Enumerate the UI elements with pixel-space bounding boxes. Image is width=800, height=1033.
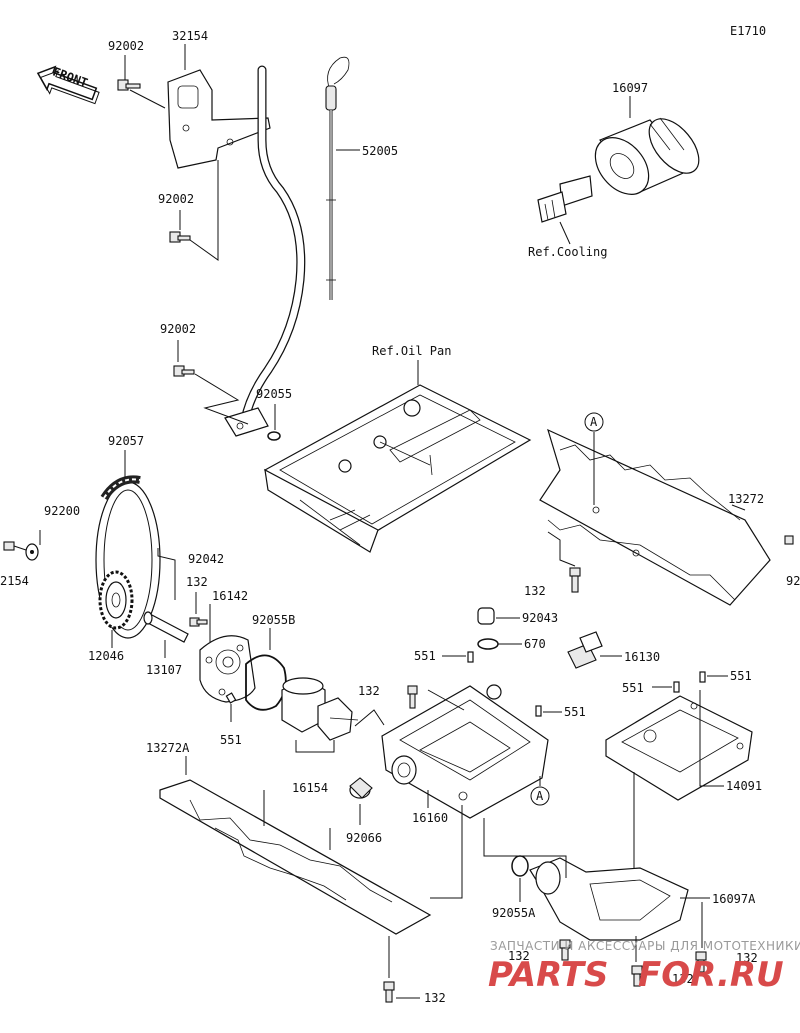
fitting-ref-cooling	[537, 175, 593, 223]
sprocket-12046	[98, 570, 134, 630]
bolt-92002-top	[117, 79, 141, 91]
label-551-left: 551	[220, 733, 242, 747]
filter-cover-16097A	[529, 857, 689, 941]
bolt-132-bottom-b	[631, 965, 643, 987]
label-16160: 16160	[412, 811, 448, 825]
label-92002-top: 92002	[108, 39, 144, 53]
pin-551-mid	[467, 651, 474, 663]
label-92055A: 92055A	[492, 906, 536, 920]
label-132-guard-bottom: 132	[424, 991, 446, 1005]
label-a-top: A	[590, 415, 598, 429]
guard-13272	[539, 428, 771, 606]
bolt-2154	[3, 541, 15, 551]
label-132-housing: 132	[358, 684, 380, 698]
bolt-132-pump	[189, 617, 208, 627]
bolt-132-housing	[407, 685, 418, 709]
label-ref-cooling: Ref.Cooling	[528, 245, 607, 259]
label-551-cover-a: 551	[622, 681, 644, 695]
watermark-brand-right: FOR.RU	[638, 955, 784, 995]
label-92042: 92042	[188, 552, 224, 566]
label-670: 670	[524, 637, 546, 651]
shaft-13107	[143, 611, 189, 643]
rotor-16154	[281, 677, 359, 741]
pipe-flange	[224, 407, 269, 437]
pin-551-cover-b	[699, 671, 706, 683]
ref-marker-a-bottom	[530, 786, 550, 806]
oil-pump-body-16142	[199, 635, 256, 703]
label-92066: 92066	[346, 831, 382, 845]
pin-551-left	[225, 692, 237, 704]
label-2154: 2154	[0, 574, 29, 588]
label-551-right: 551	[564, 705, 586, 719]
oil-filter-16097	[594, 117, 700, 195]
label-132-pump: 132	[186, 575, 208, 589]
bracket-32154	[167, 69, 271, 169]
fitting-92066	[349, 777, 373, 799]
label-92002-mid: 92002	[158, 192, 194, 206]
bolt-132-bottom-c	[695, 951, 707, 973]
label-16097: 16097	[612, 81, 648, 95]
label-132-bottom-a: 132	[508, 949, 530, 963]
label-16130: 16130	[624, 650, 660, 664]
oil-pan	[263, 384, 532, 553]
label-a-bottom: A	[536, 789, 544, 803]
diagram-code: E1710	[730, 24, 766, 38]
ref-marker-a-top	[584, 412, 604, 432]
oil-pump-housing-16160	[381, 684, 549, 819]
bolt-92002-lower	[173, 365, 195, 377]
label-16154: 16154	[292, 781, 328, 795]
bolt-132-bottom-a	[559, 939, 571, 961]
collar-92043	[477, 607, 495, 625]
label-14091: 14091	[726, 779, 762, 793]
label-132-guard: 132	[524, 584, 546, 598]
label-551-mid: 551	[414, 649, 436, 663]
label-551-cover-b: 551	[730, 669, 752, 683]
pin-551-cover-a	[673, 681, 680, 693]
label-13107: 13107	[146, 663, 182, 677]
label-92057: 92057	[108, 434, 144, 448]
bolt-edge-right	[784, 535, 794, 545]
label-92002-lower: 92002	[160, 322, 196, 336]
o-ring-92055A	[511, 855, 529, 877]
label-32154: 32154	[172, 29, 208, 43]
watermark-tagline: ЗАПЧАСТИ И АКСЕССУАРЫ ДЛЯ МОТОТЕХНИКИ	[490, 939, 800, 953]
dipstick-52005	[325, 56, 350, 300]
label-92055: 92055	[256, 387, 292, 401]
label-92200: 92200	[44, 504, 80, 518]
bolt-132-guard	[569, 567, 581, 593]
label-16142: 16142	[212, 589, 248, 603]
label-92043: 92043	[522, 611, 558, 625]
label-ref-oil-pan: Ref.Oil Pan	[372, 344, 451, 358]
bolt-92002-mid	[169, 231, 191, 243]
o-ring-670	[477, 638, 499, 650]
watermark-brand-left: PARTS	[488, 955, 608, 995]
guard-13272A	[159, 779, 432, 935]
front-arrow-icon	[36, 65, 100, 105]
label-13272: 13272	[728, 492, 764, 506]
label-52005: 52005	[362, 144, 398, 158]
washer-92200	[25, 543, 39, 561]
bolt-132-guard-bottom	[383, 981, 395, 1003]
cover-14091	[605, 695, 753, 801]
label-13272A: 13272A	[146, 741, 190, 755]
label-92-edge: 92	[786, 574, 800, 588]
label-12046: 12046	[88, 649, 124, 663]
label-132-bottom-b: 132	[672, 972, 694, 986]
label-16097A: 16097A	[712, 892, 756, 906]
pin-551-right	[535, 705, 542, 717]
label-132-bottom-c: 132	[736, 951, 758, 965]
watermark: ЗАПЧАСТИ И АКСЕССУАРЫ ДЛЯ МОТОТЕХНИКИ PA…	[488, 939, 800, 995]
pressure-switch-16130	[567, 631, 603, 669]
o-ring-92055	[267, 431, 281, 441]
label-92055B: 92055B	[252, 613, 295, 627]
drive-chain-92057	[95, 475, 161, 639]
